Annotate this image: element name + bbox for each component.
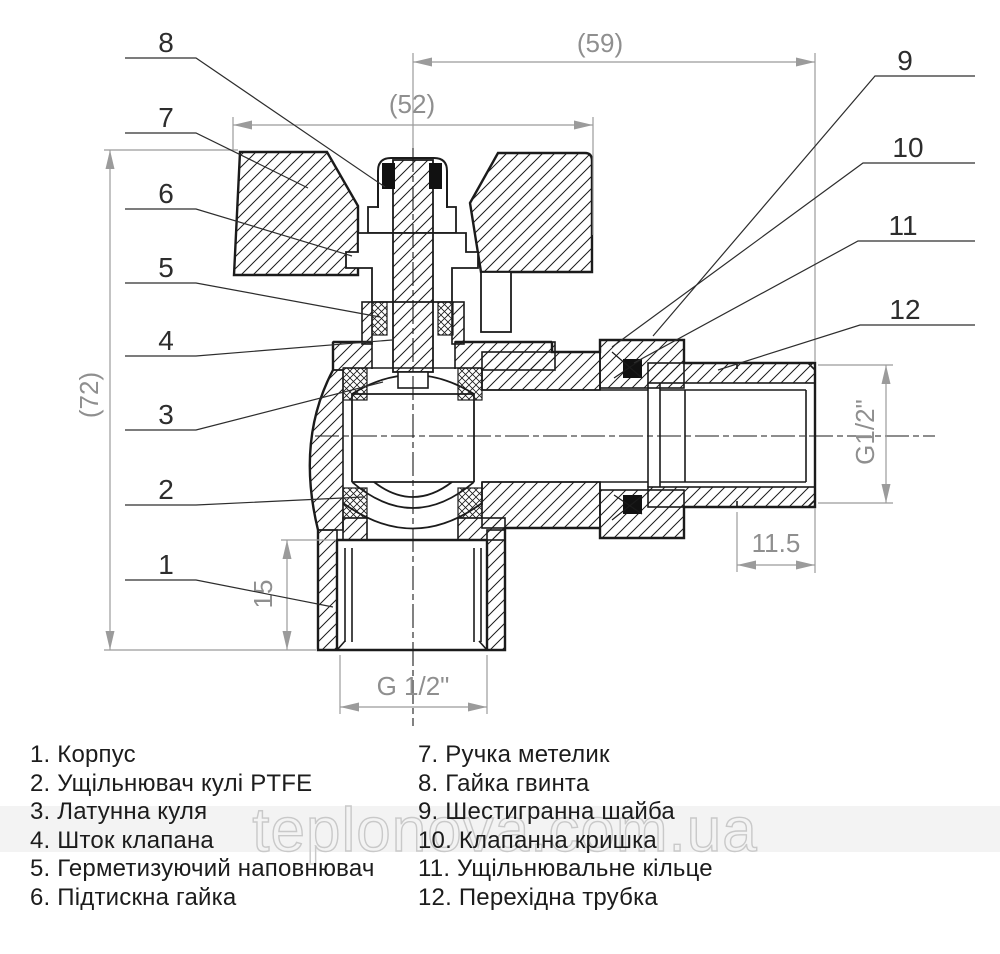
dimension-labels: (59) (52) (72) 15 G 1/2" 11.5 G1/2" <box>74 28 880 701</box>
leader-6 <box>125 208 353 257</box>
callout-leaders <box>125 57 975 608</box>
callout-7: 7 <box>158 102 174 133</box>
dimension-arrows <box>105 57 891 712</box>
ext-g12-bottom <box>339 655 488 714</box>
leader-5 <box>125 282 381 318</box>
body-top-flange-left <box>332 341 373 371</box>
leader-10 <box>611 162 975 348</box>
legend-item: 8. Гайка гвинта <box>418 769 590 797</box>
outlet-top-wall <box>481 351 601 391</box>
seat-bottom-right <box>457 487 483 519</box>
callout-1: 1 <box>158 549 174 580</box>
bonnet-neck-left <box>361 301 373 345</box>
leader-8 <box>125 57 386 188</box>
callout-11: 11 <box>888 210 917 241</box>
seat-top-left <box>342 367 368 401</box>
callout-6: 6 <box>158 178 174 209</box>
dim-outlet-thread: G1/2" <box>850 399 880 465</box>
bonnet-step-block <box>480 271 512 333</box>
callout-4: 4 <box>158 325 174 356</box>
leader-7 <box>125 132 309 189</box>
leader-4 <box>125 339 393 357</box>
callout-5: 5 <box>158 252 174 283</box>
legend-item: 5. Герметизуючий наповнювач <box>30 855 375 882</box>
legend-item: 7. Ручка метелик <box>418 741 610 768</box>
seat-bottom-left <box>342 487 368 519</box>
legend-item: 1. Корпус <box>30 741 136 768</box>
inlet-chamfers <box>336 640 488 651</box>
inlet-bore-outline <box>335 538 489 650</box>
watermark-text: teplonova.com.ua <box>252 796 757 865</box>
ext-52 <box>232 117 594 235</box>
ext-72 <box>104 149 316 651</box>
inlet-left-wall <box>317 529 338 651</box>
callout-9: 9 <box>897 45 913 76</box>
outlet-bottom-wall <box>481 481 601 529</box>
ball-sides <box>351 394 475 482</box>
ext-g12-right <box>818 364 893 504</box>
handle-right-wing <box>468 151 594 274</box>
nipple-bottom-wall <box>647 486 816 508</box>
legend-right-column: 7. Ручка метелик 8. Гайка гвинта 9. Шест… <box>418 741 713 912</box>
centerlines <box>315 148 935 726</box>
valve-hatched-sections <box>232 150 816 651</box>
body-outer-contour <box>308 338 817 652</box>
nipple-thread-marks <box>736 362 816 508</box>
legend-item: 11. Ущільнювальне кільце <box>418 855 713 882</box>
legend-item: 12. Перехідна трубка <box>418 883 658 911</box>
packing-filler-left <box>371 301 388 336</box>
legend-item: 9. Шестигранна шайба <box>418 798 675 825</box>
packing-filler-right <box>437 301 454 336</box>
handle-left-wing <box>232 150 360 277</box>
legend-item: 10. Клапанна кришка <box>418 826 657 854</box>
dimensions <box>104 53 893 714</box>
stem-seal-right <box>429 163 442 189</box>
leader-2 <box>125 496 364 506</box>
legend-left-column: 1. Корпус 2. Ущільнювач кулі PTFE 3. Лат… <box>30 741 375 912</box>
legend-item: 6. Підтискна гайка <box>30 883 237 911</box>
inlet-right-wall <box>486 529 506 651</box>
o-ring-wedges <box>611 351 643 521</box>
callout-numbers: 1 2 3 4 5 6 7 8 9 10 11 12 <box>158 27 923 580</box>
body-lower-left-corner <box>342 517 368 541</box>
callout-10: 10 <box>892 132 923 163</box>
legend-item: 2. Ущільнювач кулі PTFE <box>30 769 313 797</box>
nipple-end-face-lines <box>647 383 686 487</box>
ext-59 <box>412 53 816 573</box>
dim-overall-width: (59) <box>577 28 623 58</box>
bonnet-neck-right <box>451 301 465 345</box>
leader-3 <box>125 381 384 431</box>
seat-top-right <box>457 367 483 401</box>
outlet-bore-lines <box>482 389 648 483</box>
callout-8: 8 <box>158 27 174 58</box>
legend-item: 4. Шток клапана <box>30 826 214 854</box>
leader-12 <box>717 324 975 371</box>
dim-inlet-thread: G 1/2" <box>377 671 450 701</box>
dim-handle-width: (52) <box>389 89 435 119</box>
legend-item: 3. Латунна куля <box>30 798 208 825</box>
dim-outlet-length: 11.5 <box>752 528 801 558</box>
dim-overall-height: (72) <box>74 372 104 418</box>
leader-11 <box>633 240 975 364</box>
stem-seal-left <box>382 163 395 189</box>
nipple-bore-lines <box>660 389 807 483</box>
ptfe-seats <box>342 367 483 519</box>
callout-12: 12 <box>889 294 920 325</box>
inlet-thread-lines <box>344 548 482 642</box>
leader-1 <box>125 579 334 608</box>
leader-9 <box>652 75 975 337</box>
watermark: teplonova.com.ua <box>0 795 1000 866</box>
dim-inlet-depth: 15 <box>248 580 278 609</box>
callout-2: 2 <box>158 474 174 505</box>
o-rings <box>611 351 643 521</box>
watermark-band <box>0 806 1000 852</box>
callout-3: 3 <box>158 399 174 430</box>
body-outlines <box>308 338 817 652</box>
